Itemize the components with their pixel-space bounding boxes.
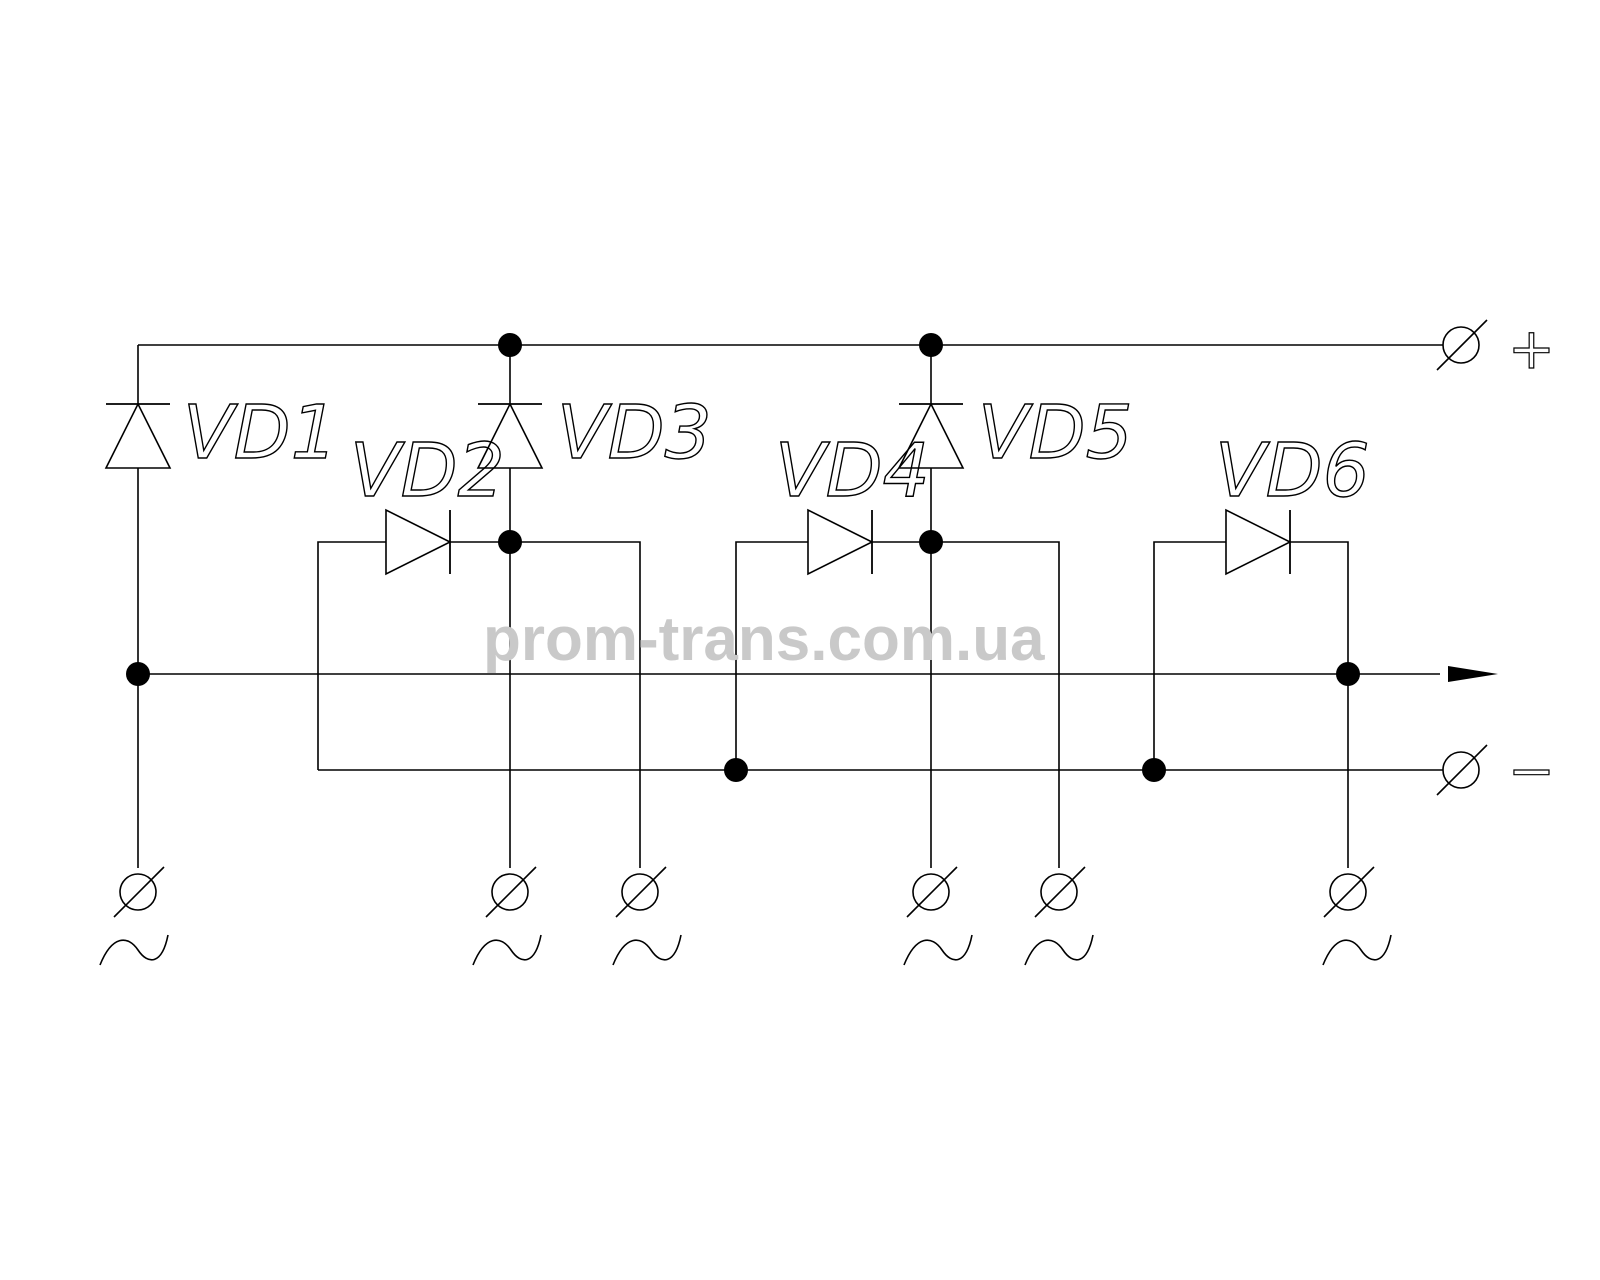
ac-tilde-icon: [1322, 934, 1392, 966]
watermark-text: prom-trans.com.ua: [483, 605, 1045, 674]
vd5-label: VD5: [978, 390, 1133, 476]
ac-terminal-2: [485, 866, 537, 918]
ac-terminal-4: [906, 866, 958, 918]
junction-dot: [1336, 662, 1360, 686]
junction-dot: [498, 333, 522, 357]
vd4-label: VD4: [775, 428, 930, 514]
vd4-loop-right: [931, 541, 1060, 868]
diode-vd2: [385, 508, 452, 576]
vd1-label: VD1: [183, 390, 338, 476]
junction-dot: [1142, 758, 1166, 782]
vd3-label: VD3: [557, 390, 712, 476]
diode-vd5: [897, 402, 965, 469]
plus-label: +: [1508, 317, 1555, 382]
ac-terminal-6: [1323, 866, 1375, 918]
vd6-loop: [1153, 541, 1349, 770]
ac-terminal-3: [615, 866, 667, 918]
junction-dot: [498, 530, 522, 554]
junction-dots: [126, 333, 1360, 782]
junction-dot: [126, 662, 150, 686]
diode-vd3: [476, 402, 544, 469]
terminal-minus: [1436, 744, 1488, 796]
vd2-label: VD2: [350, 428, 505, 514]
vd2-loop-right: [510, 541, 641, 868]
ac-tilde-icon: [903, 934, 973, 966]
junction-dot: [919, 530, 943, 554]
diode-vd6: [1225, 508, 1292, 576]
junction-dot: [724, 758, 748, 782]
diode-vd4: [807, 508, 874, 576]
ac-symbols: [99, 934, 1392, 966]
ac-tilde-icon: [99, 934, 169, 966]
ac-terminal-1: [113, 866, 165, 918]
ac-tilde-icon: [612, 934, 682, 966]
terminal-plus: [1436, 319, 1488, 371]
output-arrow: [1448, 666, 1498, 682]
ac-tilde-icon: [472, 934, 542, 966]
vd6-label: VD6: [1215, 428, 1370, 514]
ac-terminal-5: [1034, 866, 1086, 918]
vd2-loop-left: [317, 541, 510, 770]
minus-label: −: [1508, 739, 1555, 804]
ac-tilde-icon: [1024, 934, 1094, 966]
junction-dot: [919, 333, 943, 357]
diode-vd1: [104, 402, 172, 469]
